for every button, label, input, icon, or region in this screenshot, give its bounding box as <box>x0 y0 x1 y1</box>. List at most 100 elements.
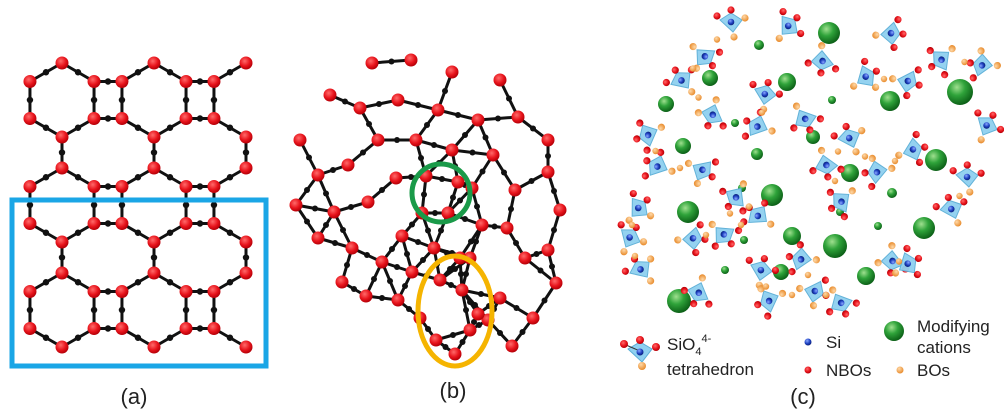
oxygen-atom <box>55 266 69 280</box>
silicon-atom <box>447 266 453 272</box>
nbo-dot-icon <box>804 366 812 374</box>
nbo-atom <box>974 109 982 117</box>
highlight-box <box>9 197 269 369</box>
silicon-atom <box>528 178 535 184</box>
sio4-tetrahedron <box>708 220 743 250</box>
silicon-atom <box>226 174 234 181</box>
nbo-atom <box>932 203 940 211</box>
nbo-atom <box>915 81 923 89</box>
si-atom <box>837 299 845 307</box>
si-atom <box>819 57 826 65</box>
silicon-atom <box>360 149 366 156</box>
bo-atom <box>822 291 830 299</box>
modifying-cation <box>740 236 748 244</box>
nbo-atom <box>739 207 747 215</box>
silicon-atom <box>323 190 329 197</box>
nbo-atom <box>657 148 665 156</box>
nbo-atom <box>796 241 804 249</box>
nbo-atom <box>643 157 651 165</box>
silicon-atom <box>134 124 142 131</box>
nbo-atom <box>761 199 769 207</box>
bo-atom <box>646 277 655 285</box>
sio4-tetrahedron <box>796 276 830 310</box>
legend: SiO44- tetrahedron Si NBOs Modifying cat… <box>620 317 990 380</box>
si-atom <box>720 231 728 238</box>
svg-text:SiO44-: SiO44- <box>667 333 712 358</box>
modifying-cation <box>913 217 935 239</box>
nbo-atom <box>705 300 713 308</box>
oxygen-atom <box>345 241 359 255</box>
si-atom <box>761 90 769 98</box>
silicon-atom <box>404 251 410 257</box>
nbo-atom <box>764 78 772 87</box>
silicon-atom <box>104 288 112 295</box>
modifying-cation <box>857 267 875 285</box>
oxygen-atom <box>541 165 555 179</box>
si-atom <box>889 257 896 265</box>
nbo-atom <box>830 132 838 140</box>
cation-dot-icon <box>884 321 904 341</box>
bo-atom <box>639 238 648 246</box>
nbo-atom <box>804 59 812 67</box>
silicon-atom <box>344 262 350 268</box>
silicon-atom <box>394 137 400 143</box>
nbo-atom <box>840 213 848 221</box>
nbo-atom <box>734 226 743 235</box>
oxygen-atom <box>433 273 447 287</box>
bo-atom <box>818 42 826 50</box>
silicon-atom <box>438 227 444 234</box>
silicon-atom <box>26 96 34 104</box>
modifying-cation <box>702 70 718 86</box>
silicon-atom <box>455 112 461 118</box>
silicon-atom <box>394 264 400 270</box>
bo-atom <box>739 180 748 188</box>
oxygen-atom <box>179 285 193 298</box>
bo-atom <box>689 65 697 72</box>
oxygen-atom <box>147 56 161 70</box>
oxygen-atom <box>471 113 485 127</box>
modifying-cation <box>778 73 796 91</box>
oxygen-atom <box>289 198 303 212</box>
modifying-cation <box>658 96 674 112</box>
silicon-atom <box>457 197 463 204</box>
silicon-atom <box>513 240 519 246</box>
nbo-atom <box>775 90 783 98</box>
si-atom <box>757 266 765 274</box>
silicon-atom <box>42 174 50 181</box>
oxygen-atom <box>239 161 253 175</box>
oxygen-atom <box>207 75 221 88</box>
bo-atom <box>858 127 866 135</box>
nbo-atom <box>969 74 977 82</box>
nbo-atom <box>764 312 772 320</box>
oxygen-atom <box>207 322 221 335</box>
silicon-atom <box>342 98 348 105</box>
nbo-atom <box>621 267 629 275</box>
sio4-tetrahedron <box>745 255 780 289</box>
silicon-atom <box>196 115 204 122</box>
nbo-atom <box>861 169 869 177</box>
bo-atom <box>775 34 783 42</box>
si-atom <box>862 73 869 80</box>
modifying-cation <box>667 289 691 313</box>
silicon-atom <box>166 279 174 286</box>
silicon-atom <box>508 206 514 212</box>
oxygen-atom <box>518 251 532 265</box>
silicon-atom <box>74 69 82 76</box>
bo-atom <box>874 259 882 267</box>
nbo-atom <box>914 66 922 74</box>
silicon-atom <box>304 187 310 193</box>
si-atom <box>654 163 661 170</box>
nbo-atom <box>944 193 952 202</box>
bo-atom <box>891 269 900 277</box>
si-atom <box>963 173 971 181</box>
nbo-atom <box>727 240 735 248</box>
caption-b: (b) <box>440 378 467 403</box>
nbo-atom <box>696 221 704 229</box>
bo-dot-icon <box>896 366 904 374</box>
si-atom <box>689 234 697 242</box>
nbo-atom <box>741 132 750 140</box>
silicon-atom <box>42 69 50 76</box>
oxygen-atom <box>87 285 101 298</box>
oxygen-atom <box>505 339 519 353</box>
silicon-atom <box>506 95 512 102</box>
